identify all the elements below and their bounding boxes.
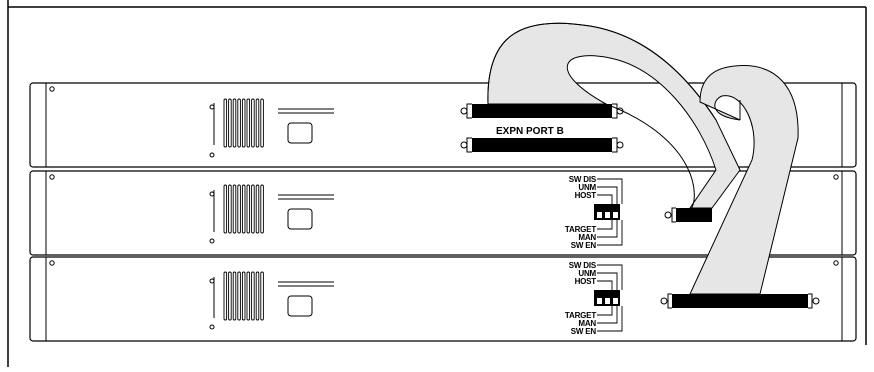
switch-label-top: HOST <box>575 277 597 286</box>
mount-screw <box>833 260 839 266</box>
mount-screw <box>49 174 55 180</box>
vent-slot <box>241 184 246 234</box>
dip-switch-lever <box>597 212 602 218</box>
dip-switch-lever <box>605 212 610 218</box>
dip-switch-lever <box>605 298 610 304</box>
switch-label-top: HOST <box>575 191 597 200</box>
vent-slot <box>255 98 260 148</box>
vent-grille <box>223 271 264 321</box>
vent-slot <box>260 184 264 234</box>
switch-label-top: SW DIS <box>569 175 597 184</box>
vent-slot <box>228 184 232 234</box>
switch-label-top: UNM <box>578 269 596 278</box>
display-window <box>287 295 313 317</box>
switch-label-bottom: SW EN <box>571 327 597 336</box>
expn-port-b <box>460 137 624 153</box>
switch-label-bottom: MAN <box>578 233 596 242</box>
vent-slot <box>232 184 237 234</box>
dip-switch-lever <box>597 298 602 304</box>
vent-slot <box>255 184 260 234</box>
vent-slot <box>228 271 232 321</box>
vent-slot <box>241 271 246 321</box>
switch-label-top: SW DIS <box>569 261 597 270</box>
switch-label-bottom: TARGET <box>565 311 596 320</box>
vent-slot <box>232 271 237 321</box>
vent-grille <box>223 98 264 148</box>
frame <box>7 0 867 367</box>
vent-slot <box>228 98 232 148</box>
vent-slot <box>246 184 251 234</box>
ribbon-cable-2 <box>689 65 799 295</box>
expn-port <box>664 207 712 223</box>
vent-slot <box>241 98 246 148</box>
vent-grille <box>223 184 264 234</box>
vent-slot <box>237 184 241 234</box>
vent-slot <box>223 184 228 234</box>
display-window <box>287 208 313 230</box>
dip-switch-lever <box>613 298 618 304</box>
expn-port-label: EXPN PORT B <box>496 126 564 137</box>
switch-label-bottom: MAN <box>578 319 596 328</box>
vent-slot <box>251 184 255 234</box>
vent-slot <box>246 98 251 148</box>
vent-slot <box>237 98 241 148</box>
switch-label-top: UNM <box>578 183 596 192</box>
vent-slot <box>232 98 237 148</box>
vent-slot <box>223 98 228 148</box>
rack-unit-1: EXPN PORT B <box>29 82 857 168</box>
display-window <box>287 122 313 144</box>
vent-slot <box>223 271 228 321</box>
vent-slot <box>251 271 255 321</box>
mount-screw <box>49 260 55 266</box>
mount-screw <box>49 86 55 92</box>
mount-screw <box>833 174 839 180</box>
expn-port-a <box>460 103 624 119</box>
switch-label-bottom: TARGET <box>565 225 596 234</box>
vent-slot <box>260 271 264 321</box>
vent-slot <box>251 98 255 148</box>
vent-slot <box>246 271 251 321</box>
vent-slot <box>237 271 241 321</box>
expn-port <box>660 293 820 309</box>
vent-slot <box>260 98 264 148</box>
vent-slot <box>255 271 260 321</box>
ribbon-cable-1 <box>487 22 741 211</box>
switch-label-bottom: SW EN <box>571 241 597 250</box>
dip-switch-lever <box>613 212 618 218</box>
